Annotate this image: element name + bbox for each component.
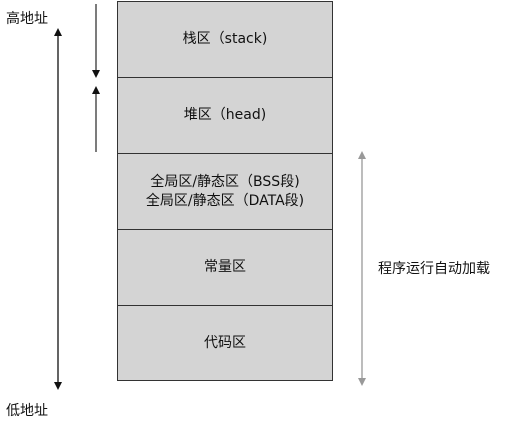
memory-layout: 栈区（stack) 堆区（head) 全局区/静态区（BSS段) 全局区/静态区… (117, 1, 333, 381)
segment-const-label: 常量区 (204, 259, 246, 276)
segment-code: 代码区 (118, 306, 332, 380)
segment-bss-label: 全局区/静态区（BSS段) (150, 173, 300, 190)
segment-code-label: 代码区 (204, 334, 246, 351)
segment-stack: 栈区（stack) (118, 2, 332, 78)
segment-data-label: 全局区/静态区（DATA段) (145, 192, 305, 209)
segment-const: 常量区 (118, 230, 332, 306)
segment-heap: 堆区（head) (118, 78, 332, 154)
segment-stack-label: 栈区（stack) (182, 31, 268, 48)
segment-heap-label: 堆区（head) (183, 107, 267, 124)
low-address-label: 低地址 (6, 403, 48, 419)
high-address-label: 高地址 (6, 11, 48, 27)
segment-static: 全局区/静态区（BSS段) 全局区/静态区（DATA段) (118, 154, 332, 230)
runtime-autoload-label: 程序运行自动加载 (378, 261, 490, 277)
